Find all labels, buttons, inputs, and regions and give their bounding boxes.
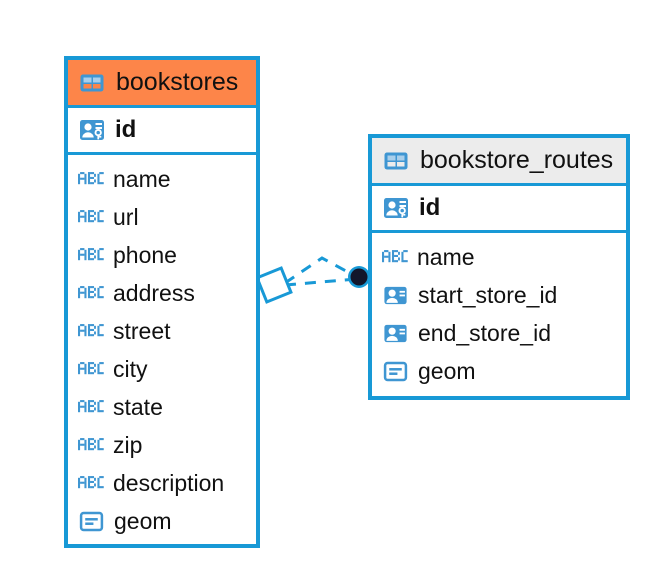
abc-icon: [78, 286, 104, 299]
field-row-url[interactable]: url: [68, 198, 256, 236]
field-row-end-store-id[interactable]: end_store_id: [372, 314, 626, 352]
field-label: id: [419, 194, 441, 221]
field-row-primary-key[interactable]: id: [372, 186, 626, 233]
field-list: name url: [68, 155, 256, 546]
field-label: address: [113, 279, 195, 306]
field-row-description[interactable]: description: [68, 464, 256, 502]
field-row-start-store-id[interactable]: start_store_id: [372, 276, 626, 314]
geometry-icon: [79, 511, 104, 531]
field-label: name: [113, 165, 171, 192]
field-label: state: [113, 393, 163, 420]
field-label: start_store_id: [418, 281, 558, 308]
field-label: zip: [113, 431, 143, 458]
field-row-phone[interactable]: phone: [68, 236, 256, 274]
relationship-dot-endpoint: [350, 268, 368, 286]
abc-icon: [78, 172, 104, 185]
abc-icon: [78, 362, 104, 375]
geometry-icon: [383, 361, 408, 381]
field-label: name: [417, 243, 475, 270]
field-row-name[interactable]: name: [372, 238, 626, 276]
abc-icon: [382, 250, 408, 263]
field-label: phone: [113, 241, 177, 268]
entity-bookstore-routes[interactable]: bookstore_routes id: [368, 134, 630, 400]
abc-icon: [78, 210, 104, 223]
foreign-key-icon: [384, 324, 407, 342]
entity-title: bookstores: [116, 68, 239, 96]
field-label: end_store_id: [418, 319, 551, 346]
field-label: id: [115, 116, 137, 143]
abc-icon: [78, 248, 104, 261]
field-label: geom: [114, 507, 172, 534]
field-label: description: [113, 469, 225, 496]
field-row-zip[interactable]: zip: [68, 426, 256, 464]
field-label: city: [113, 355, 148, 382]
entity-header-bookstores[interactable]: bookstores: [68, 60, 256, 108]
field-row-city[interactable]: city: [68, 350, 256, 388]
table-icon: [80, 74, 104, 91]
primary-key-icon: [384, 198, 408, 218]
field-row-primary-key[interactable]: id: [68, 108, 256, 155]
relationship-dot-ring: [348, 266, 370, 288]
table-icon: [384, 152, 408, 169]
abc-icon: [78, 476, 104, 489]
abc-icon: [78, 324, 104, 337]
field-list: name start_store_id: [372, 233, 626, 396]
field-label: geom: [418, 357, 476, 384]
field-label: street: [113, 317, 171, 344]
relationship-line-upper: [284, 256, 358, 285]
field-row-address[interactable]: address: [68, 274, 256, 312]
entity-header-bookstore-routes[interactable]: bookstore_routes: [372, 138, 626, 186]
foreign-key-icon: [384, 286, 407, 304]
field-row-name[interactable]: name: [68, 160, 256, 198]
field-row-street[interactable]: street: [68, 312, 256, 350]
field-row-state[interactable]: state: [68, 388, 256, 426]
relationship-line-lower: [284, 277, 358, 287]
abc-icon: [78, 438, 104, 451]
entity-bookstores[interactable]: bookstores id: [64, 56, 260, 548]
abc-icon: [78, 400, 104, 413]
field-row-geom[interactable]: geom: [68, 502, 256, 540]
primary-key-icon: [80, 120, 104, 140]
field-row-geom[interactable]: geom: [372, 352, 626, 390]
relationship-diamond-endpoint: [255, 266, 293, 304]
field-label: url: [113, 203, 139, 230]
entity-title: bookstore_routes: [420, 146, 614, 174]
